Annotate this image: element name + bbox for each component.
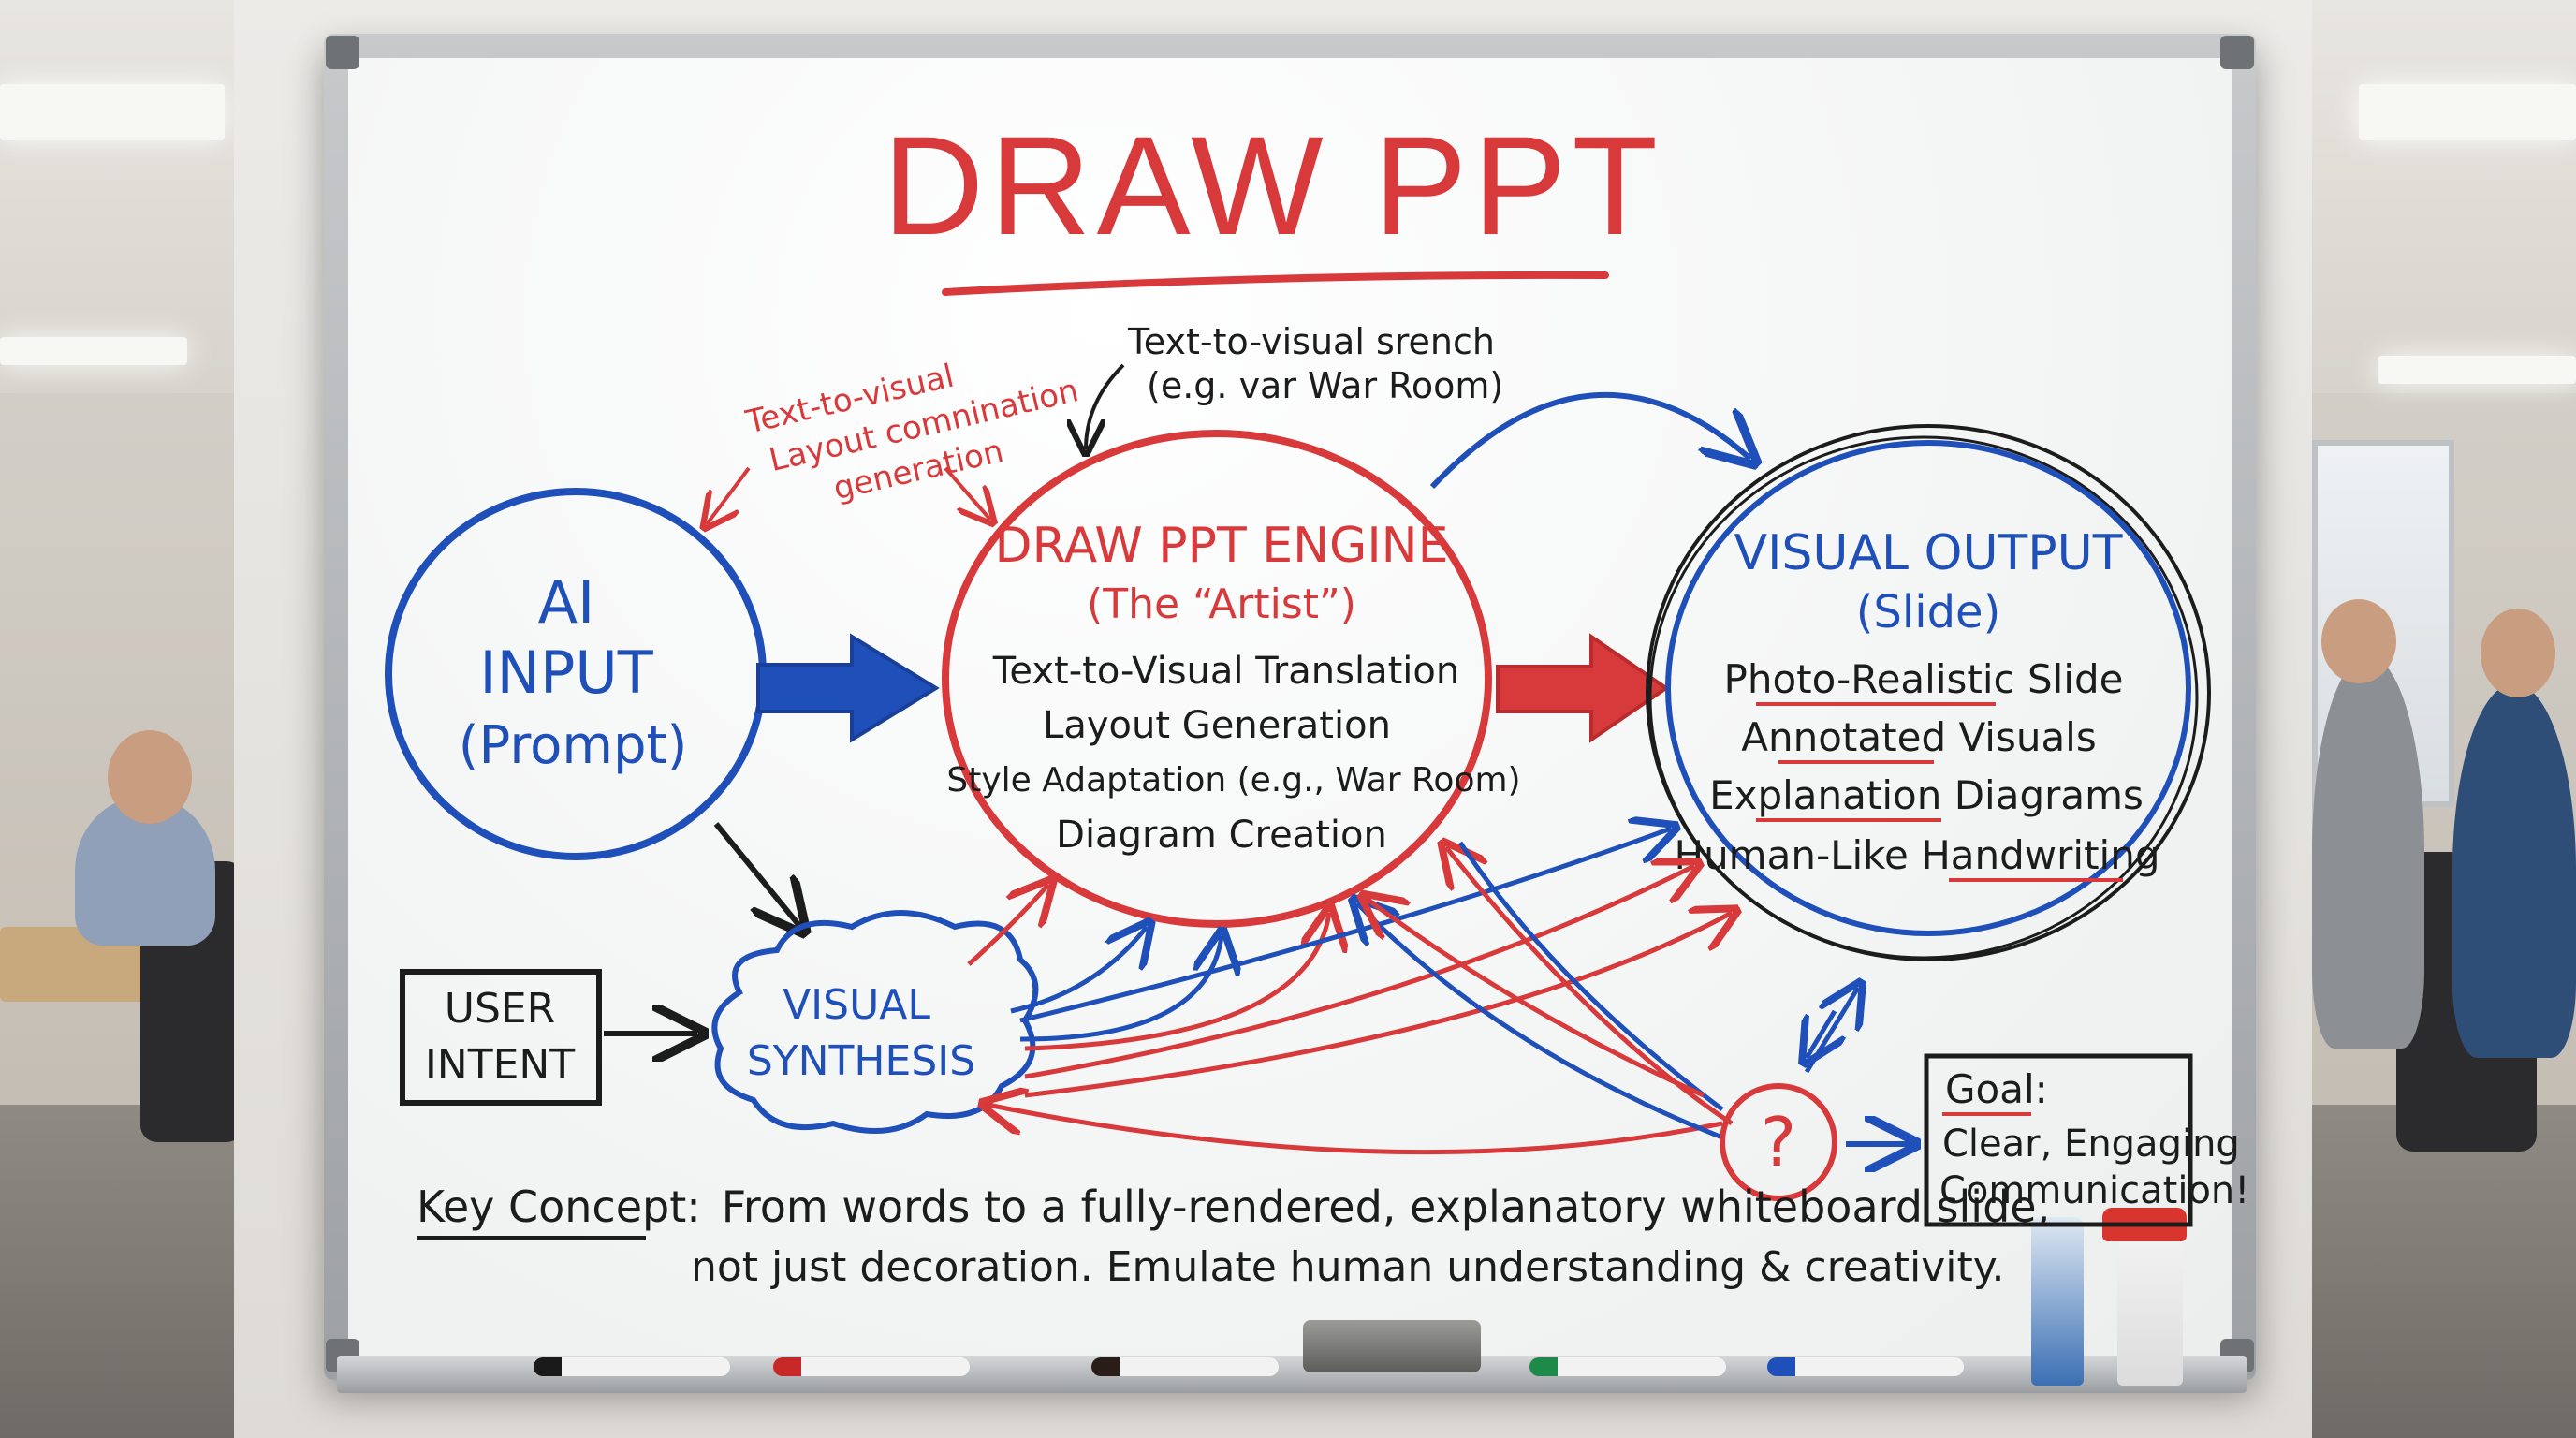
synthesis-line-1: VISUAL — [783, 981, 930, 1029]
title-underline — [942, 271, 1609, 296]
person — [2312, 655, 2424, 1049]
ai-input-line-1: AI — [538, 568, 595, 637]
question-circle — [1720, 1083, 1837, 1201]
key-concept-line-1: Key Concept:From words to a fully-render… — [417, 1181, 2050, 1232]
user-intent-line-1: USER — [445, 985, 556, 1033]
spray-bottle[interactable] — [2117, 1236, 2183, 1386]
ceiling-light — [0, 337, 187, 365]
green-marker[interactable] — [1530, 1357, 1726, 1376]
red-block-arrow — [1496, 633, 1670, 743]
output-circle-outer-2 — [1648, 435, 2199, 960]
engine-item: Layout Generation — [1043, 704, 1391, 747]
output-item: Photo-Realistic Slide — [1724, 656, 2124, 702]
question-mark: ? — [1761, 1103, 1796, 1181]
blue-curve-arrow-top — [1429, 391, 1750, 490]
title: DRAW PPT — [883, 107, 1663, 264]
engine-item: Diagram Creation — [1056, 814, 1387, 857]
person — [2452, 683, 2576, 1058]
ai-to-synthesis-arrow — [713, 822, 800, 927]
person-head — [2481, 609, 2555, 697]
output-title: VISUAL OUTPUT — [1734, 525, 2123, 581]
goal-box — [1924, 1053, 2193, 1227]
blue-block-arrow — [756, 633, 940, 743]
output-item: Human-Like Handwriting — [1674, 832, 2159, 878]
synthesis-line-2: SYNTHESIS — [747, 1037, 975, 1085]
frame-corner — [326, 36, 359, 69]
annotation-arrow — [707, 466, 751, 524]
frame-corner — [2220, 36, 2254, 69]
ceiling-light — [2359, 84, 2576, 140]
whiteboard-eraser[interactable] — [1303, 1320, 1481, 1372]
goal-label: Goal: — [1945, 1066, 2048, 1112]
goal-line-2: Communication! — [1939, 1169, 2249, 1212]
annotation-center-arrow — [1086, 363, 1125, 449]
engine-item: Style Adaptation (e.g., War Room) — [946, 761, 1520, 800]
ai-input-line-3: (Prompt) — [459, 715, 688, 776]
key-concept-line-2: not just decoration. Emulate human under… — [691, 1243, 2005, 1291]
person-head — [108, 730, 192, 824]
annotation-center: Text-to-visual srench (e.g. var War Room… — [1127, 321, 1503, 406]
output-circle-inner — [1665, 440, 2191, 936]
output-circle-outer — [1646, 424, 2211, 961]
black-marker[interactable] — [534, 1357, 730, 1376]
red-marker[interactable] — [773, 1357, 970, 1376]
synthesis-cloud — [711, 910, 1039, 1134]
output-items: Photo-Realistic Slide Annotated Visuals … — [1674, 656, 2159, 878]
ceiling-light — [2378, 356, 2576, 384]
cleaner-bottle[interactable] — [2031, 1217, 2084, 1386]
engine-items: Text-to-Visual Translation Layout Genera… — [946, 650, 1520, 857]
black-marker[interactable] — [1091, 1357, 1279, 1376]
output-underlines — [1756, 702, 2123, 882]
engine-subtitle: (The “Artist”) — [1087, 580, 1356, 628]
ceiling-light — [0, 84, 225, 140]
annotation-arrow — [944, 466, 990, 520]
connection-arrows — [967, 829, 1858, 1155]
goal-line-1: Clear, Engaging — [1942, 1123, 2240, 1166]
annotation-center-line-2: (e.g. var War Room) — [1147, 365, 1503, 406]
output-item: Explanation Diagrams — [1709, 772, 2144, 818]
ai-input-text: AI INPUT (Prompt) — [459, 568, 688, 776]
user-intent-line-2: INTENT — [425, 1041, 575, 1089]
person-head — [2321, 599, 2396, 683]
output-item: Annotated Visuals — [1741, 714, 2096, 760]
annotation-center-line-1: Text-to-visual srench — [1127, 321, 1495, 362]
engine-title: DRAW PPT ENGINE — [995, 518, 1449, 574]
engine-item: Text-to-Visual Translation — [992, 650, 1459, 693]
ai-input-line-2: INPUT — [479, 638, 653, 707]
user-intent-box — [400, 969, 602, 1106]
blue-marker[interactable] — [1767, 1357, 1964, 1376]
output-subtitle: (Slide) — [1856, 586, 2001, 638]
